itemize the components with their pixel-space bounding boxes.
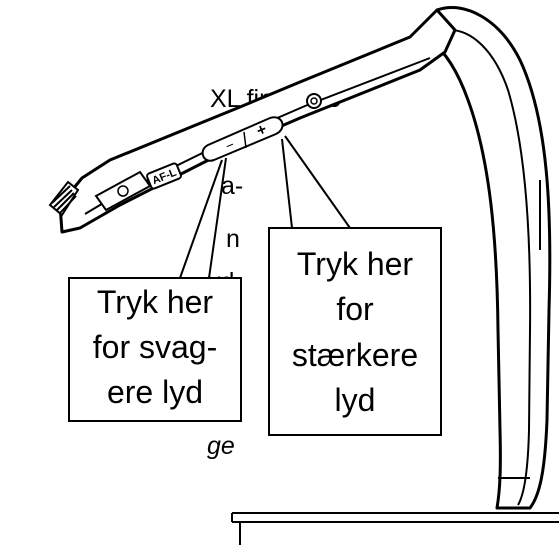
callout-quieter: Tryk her for svag- ere lyd [68, 277, 242, 422]
leader-quieter-2 [208, 157, 227, 279]
base-plate [231, 512, 559, 545]
callout-leaders [179, 135, 351, 279]
af-lock-button: AF-L [146, 162, 182, 190]
callout-louder-line-1: Tryk her [297, 246, 414, 282]
callout-louder-line-3: stærkere [292, 337, 418, 373]
volume-rocker: − + [201, 116, 284, 162]
callout-quieter-line-1: Tryk her [97, 284, 214, 320]
leader-louder-2 [284, 135, 351, 229]
callout-quieter-line-2: for svag- [93, 329, 217, 365]
camera-icon [117, 185, 129, 197]
callout-quieter-line-3: ere lyd [107, 374, 203, 410]
leader-louder-1 [281, 138, 293, 229]
focus-wheel [48, 180, 80, 217]
callout-louder-line-2: for [336, 291, 374, 327]
vertical-arm [428, 5, 552, 510]
bg-text-line-4: n [226, 225, 240, 253]
bg-text-line-7: ge [207, 432, 235, 460]
bg-text-line-3: a- [221, 172, 243, 200]
callout-louder-line-4: lyd [335, 382, 376, 418]
leader-quieter-1 [179, 159, 223, 279]
indicator-light [306, 93, 322, 109]
callout-louder: Tryk her for stærkere lyd [268, 227, 442, 436]
